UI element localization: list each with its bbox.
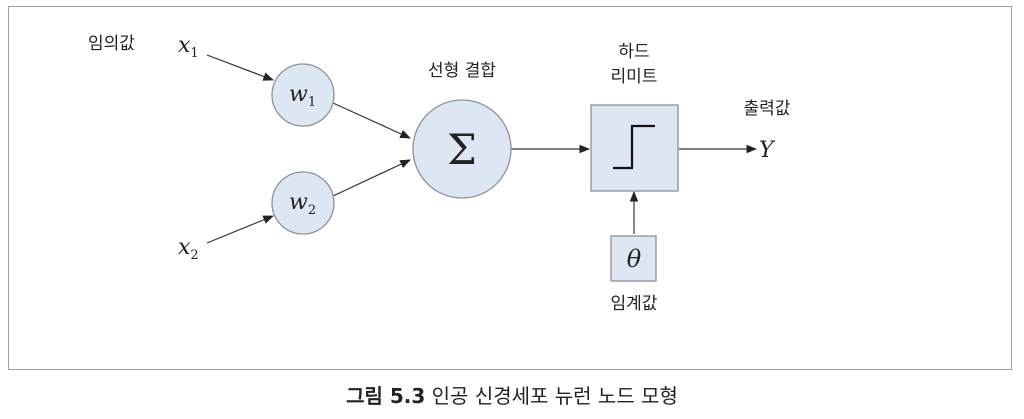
sigma-symbol: Σ [447, 125, 477, 174]
theta-symbol: θ [627, 245, 642, 273]
edge-x1-w1 [206, 54, 275, 81]
edge-w1-sum [332, 102, 411, 139]
neuron-diagram: 임의값 선형 결합 하드 리미트 출력값 임계값 x1 x2 w1 w2 Σ θ… [88, 33, 791, 314]
linear-combination-label: 선형 결합 [428, 61, 496, 81]
input-x1: x1 [178, 33, 199, 61]
summation-node [412, 99, 512, 199]
weight-w2: w2 [289, 190, 316, 218]
diagram-frame [8, 6, 1012, 370]
hard-limit-label-line1: 하드 [618, 42, 649, 62]
caption-text: 인공 신경세포 뉴런 노드 모형 [431, 384, 678, 408]
step-function-icon [613, 124, 655, 170]
output-y: Y [759, 138, 776, 163]
weight-node-2 [271, 171, 335, 235]
weight-node-1 [271, 63, 335, 127]
edge-w2-sum [332, 159, 411, 197]
hard-limit-label-line2: 리미트 [611, 67, 658, 87]
edge-x2-w2 [206, 215, 274, 244]
output-value-label: 출력값 [744, 99, 791, 119]
threshold-value-label: 임계값 [611, 294, 658, 314]
weight-w1: w1 [289, 82, 316, 110]
threshold-box [610, 235, 657, 282]
input-x2: x2 [178, 235, 199, 263]
caption-label: 그림 5.3 [346, 384, 426, 408]
input-value-label: 임의값 [88, 34, 135, 54]
figure-caption: 그림 5.3 인공 신경세포 뉴런 노드 모형 [0, 380, 1024, 409]
hard-limit-box [590, 104, 679, 192]
